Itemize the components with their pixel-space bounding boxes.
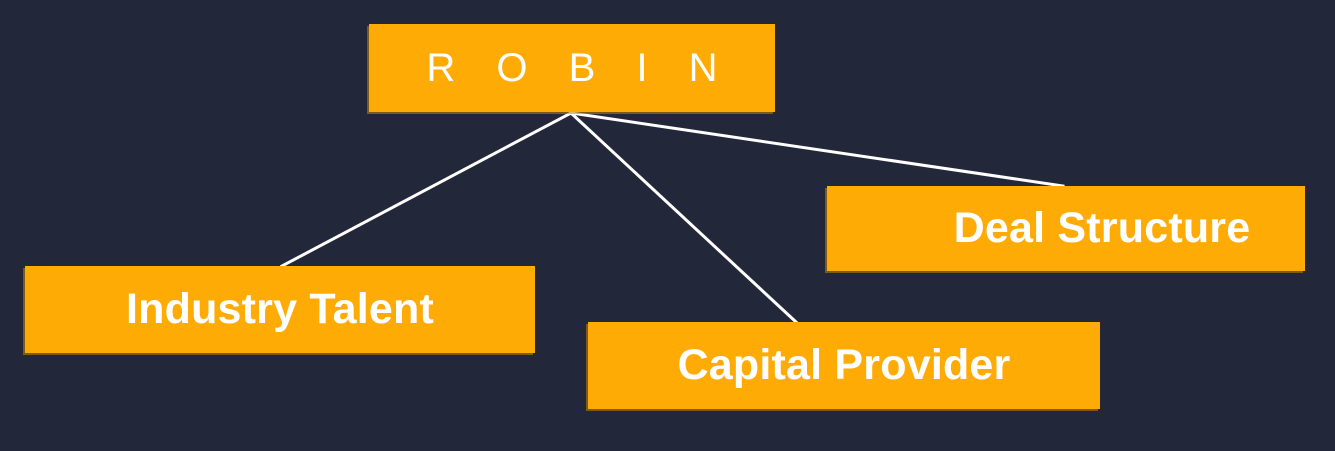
node-industry-talent-label: Industry Talent — [125, 285, 434, 333]
node-deal-structure-label: Deal Structure — [953, 204, 1251, 252]
node-robin[interactable]: R O B I N — [369, 24, 775, 112]
node-industry-talent[interactable]: Industry Talent — [25, 266, 535, 353]
connector-robin-to-deal-structure — [569, 111, 1065, 188]
node-deal-structure[interactable]: Deal Structure — [827, 186, 1305, 271]
node-capital-provider[interactable]: Capital Provider — [588, 322, 1100, 409]
connector-robin-to-capital-provider — [568, 110, 799, 325]
node-robin-label: R O B I N — [426, 46, 733, 90]
connector-robin-to-industry-talent — [279, 110, 574, 269]
node-capital-provider-label: Capital Provider — [677, 341, 1011, 389]
